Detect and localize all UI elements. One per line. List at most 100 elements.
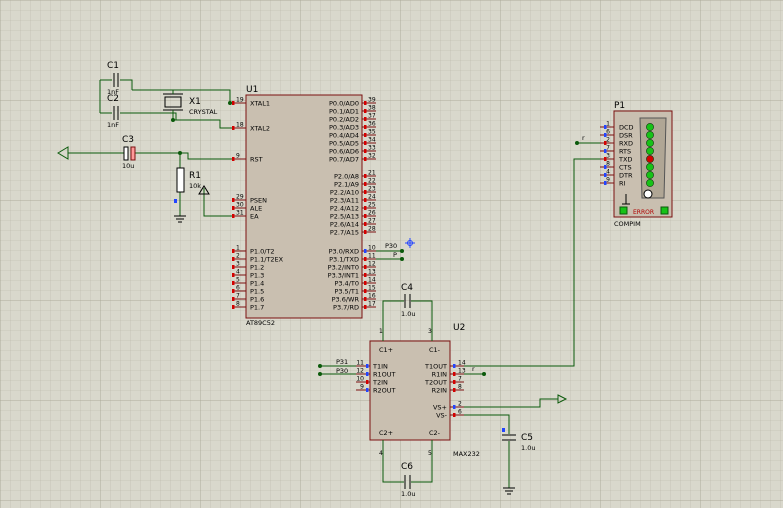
u1-pin-26[interactable]: 26 P2.5/A13: [330, 210, 376, 221]
c1-ref: C1: [107, 61, 119, 71]
u2-pin-4[interactable]: 4C2+: [379, 429, 393, 457]
u1-pin-name: P1.6: [250, 296, 264, 304]
u2-pin-number: 7: [458, 376, 462, 383]
u1-pin-number: 26: [368, 210, 376, 217]
u1-pin-number: 6: [236, 285, 240, 292]
u1-pin-number: 14: [368, 277, 376, 284]
u2-pin-5[interactable]: 5C2-: [428, 429, 441, 457]
u2-pin-number: 14: [458, 360, 466, 367]
u1-pin-name: P2.5/A13: [330, 213, 359, 221]
p1-pin-name: RI: [619, 180, 626, 188]
u1-pin-name: P0.6/AD6: [329, 148, 359, 156]
p1-pin-number: 9: [606, 177, 610, 184]
u1-pin-name: P3.1/TXD: [329, 256, 359, 264]
p1-pin-ri[interactable]: 9 RI: [600, 177, 654, 188]
c5-capacitor[interactable]: C5 1.0u: [464, 414, 535, 488]
c3-capacitor[interactable]: C3 10u: [74, 135, 180, 170]
u1-pin-11[interactable]: 11 P3.1/TXD: [329, 253, 376, 264]
u1-pin-7[interactable]: 7 P1.6: [232, 293, 264, 304]
u2-pin-6[interactable]: 6VS-: [436, 409, 464, 420]
p1-part: COMPIM: [614, 220, 641, 228]
u1-pin-number: 7: [236, 293, 240, 300]
x1-crystal[interactable]: X1 CRYSTAL: [132, 89, 218, 120]
u2-pin-name: R2IN: [432, 387, 448, 395]
u1-pin-name: P0.2/AD2: [329, 116, 359, 124]
u2-pin-number: 13: [458, 368, 466, 375]
c4-capacitor[interactable]: C4 1.0u: [382, 283, 433, 341]
u1-part: AT89C52: [246, 319, 275, 327]
u1-pin-number: 11: [368, 253, 376, 260]
u2-pin-number: 1: [379, 328, 383, 335]
u2-pin-3[interactable]: 3C1-: [428, 328, 441, 354]
u1-pin-number: 39: [368, 97, 376, 104]
u2-pin-2[interactable]: 2VS+: [433, 401, 464, 412]
c6-value: 1.0u: [401, 490, 415, 498]
u1-pin-name: RST: [250, 156, 263, 164]
c2-capacitor[interactable]: C2 1nF: [100, 94, 177, 129]
c6-capacitor[interactable]: C6 1.0u: [382, 440, 433, 498]
u2-pin-1[interactable]: 1C1+: [379, 328, 393, 354]
u1-pin-name: P3.5/T1: [334, 288, 359, 296]
p1-led-rts: [646, 147, 654, 155]
cursor-crosshair-icon: [405, 238, 415, 248]
c1-capacitor[interactable]: C1 1nF: [100, 61, 133, 96]
r1-resistor[interactable]: R1 10k: [174, 153, 201, 216]
u1-pin-number: 23: [368, 186, 376, 193]
u1-pin-name: P3.3/INT1: [328, 272, 359, 280]
